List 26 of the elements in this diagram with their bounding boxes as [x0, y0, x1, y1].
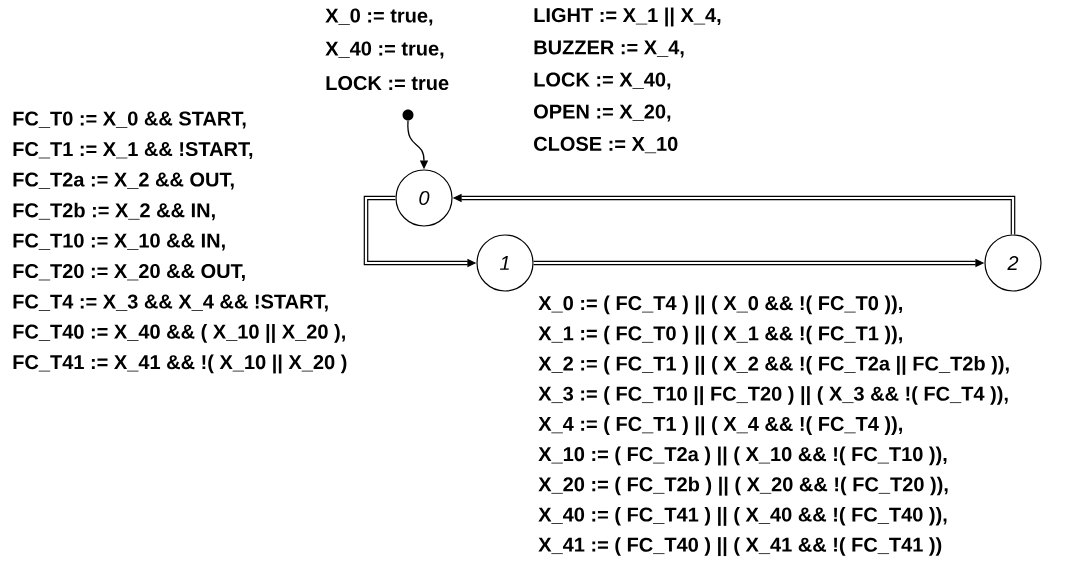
- assignment-text: OPEN := X_20,: [534, 104, 671, 122]
- assignment-text: X_40 := ( FC_T41 ) || ( X_40 && !( FC_T40 )),: [538, 506, 947, 526]
- assignment-text: X_10 := ( FC_T2a ) || ( X_10 && !( FC_T10 )),: [538, 446, 947, 466]
- assignment-text: BUZZER := X_4,: [534, 40, 684, 58]
- assignment-text: FC_T1 := X_1 && !START,: [13, 141, 253, 159]
- assignment-text: FC_T40 := X_40 && ( X_10 || X_20 ),: [13, 324, 345, 343]
- assignment-text: FC_T4 := X_3 && X_4 && !START,: [13, 294, 328, 312]
- assignment-text: X_20 := ( FC_T2b ) || ( X_20 && !( FC_T20 )),: [538, 476, 948, 496]
- assignment-text: X_2 := ( FC_T1 ) || ( X_2 && !( FC_T2a || FC_T2b )),: [538, 355, 1009, 375]
- assignment-text: LIGHT := X_1 || X_4,: [534, 7, 721, 27]
- assignment-text: X_0 := true,: [325, 8, 433, 26]
- assignment-text: FC_T10 := X_10 && IN,: [13, 233, 225, 251]
- assignment-text: FC_T0 := X_0 && START,: [13, 111, 246, 129]
- assignment-text: X_3 := ( FC_T10 || FC_T20 ) || ( X_3 && !( FC_T4 )),: [538, 386, 1008, 406]
- assignment-text: X_41 := ( FC_T40 ) || ( X_41 && !( FC_T41 )): [538, 537, 942, 557]
- assignment-text: X_0 := ( FC_T4 ) || ( X_0 && !( FC_T0 )),: [538, 295, 902, 315]
- assignment-text: FC_T41 := X_41 && !( X_10 || X_20 ): [13, 354, 347, 374]
- assignment-text: FC_T20 := X_20 && OUT,: [13, 263, 245, 281]
- assignment-text: FC_T2a := X_2 && OUT,: [13, 172, 234, 190]
- assignment-text: X_1 := ( FC_T0 ) || ( X_1 && !( FC_T1 )),: [538, 325, 902, 345]
- assignment-text: LOCK := X_40,: [534, 72, 671, 90]
- assignment-text: LOCK := true: [326, 75, 449, 91]
- assignment-text: X_4 := ( FC_T1 ) || ( X_4 && !( FC_T4 )),: [538, 416, 902, 436]
- assignment-text: CLOSE := X_10: [534, 136, 678, 154]
- assignment-text: X_40 := true,: [325, 41, 444, 59]
- assignment-text: FC_T2b := X_2 && IN,: [13, 202, 215, 221]
